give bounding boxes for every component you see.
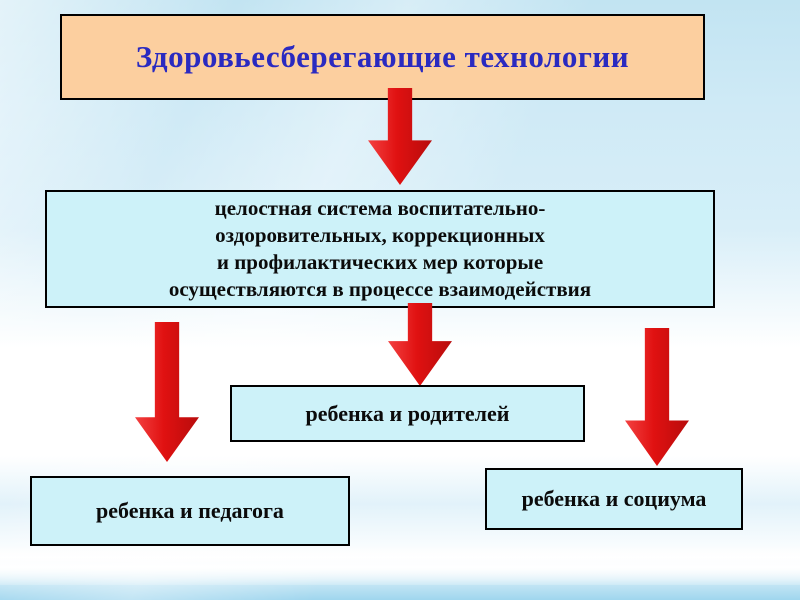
node-society-box: ребенка и социума <box>485 468 743 530</box>
node-society-label: ребенка и социума <box>521 486 707 511</box>
definition-text: целостная система воспитательно- оздоров… <box>168 196 592 301</box>
node-teacher-label: ребенка и педагога <box>96 498 284 523</box>
slide-title: Здоровьесберегающие технологии <box>135 39 630 74</box>
node-parents-label: ребенка и родителей <box>305 400 510 426</box>
node-teacher-box: ребенка и педагога <box>30 476 350 546</box>
definition-box: целостная система воспитательно- оздоров… <box>45 190 715 308</box>
background-white-band-bottom <box>0 545 800 585</box>
title-box: Здоровьесберегающие технологии <box>60 14 705 100</box>
down-arrow-icon-top <box>368 88 432 185</box>
node-parents-box: ребенка и родителей <box>230 385 585 442</box>
